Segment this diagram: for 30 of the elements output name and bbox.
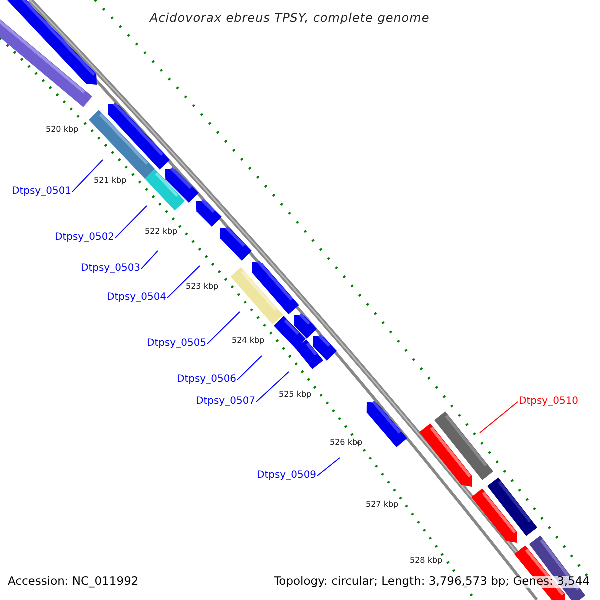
leader-line xyxy=(317,458,340,476)
gene-label: Dtpsy_0507 xyxy=(196,397,256,407)
map-title: Acidovorax ebreus TPSY, complete genome xyxy=(150,12,430,24)
gene-label: Dtpsy_0506 xyxy=(177,375,237,385)
leader-line xyxy=(256,372,290,402)
leader-line xyxy=(115,206,148,238)
genome-summary-text: Topology: circular; Length: 3,796,573 bp; Genes: 3,544 xyxy=(274,576,590,588)
tick-label: 520 kbp xyxy=(46,126,79,134)
leader-line xyxy=(237,356,262,380)
tick-label: 528 kbp xyxy=(410,557,443,565)
leader-line xyxy=(72,160,104,192)
tick-label: 523 kbp xyxy=(186,283,219,291)
gene-label: Dtpsy_0504 xyxy=(107,293,167,303)
gene-label: Dtpsy_0501 xyxy=(12,187,72,197)
leader-line xyxy=(141,250,158,270)
gene-label: Dtpsy_0509 xyxy=(257,471,317,481)
tick-label: 527 kbp xyxy=(366,501,399,509)
gene-label: Dtpsy_0502 xyxy=(55,233,115,243)
leader-line xyxy=(167,266,200,298)
leader-line xyxy=(207,312,240,344)
tick-label: 526 kbp xyxy=(330,439,363,447)
tick-label: 522 kbp xyxy=(145,228,178,236)
tick-label: 524 kbp xyxy=(232,337,265,345)
tick-label: 521 kbp xyxy=(94,177,127,185)
leader-line xyxy=(480,402,518,434)
gene-label: Dtpsy_0510 xyxy=(519,397,579,407)
accession-text: Accession: NC_011992 xyxy=(8,576,139,588)
gene-label: Dtpsy_0503 xyxy=(81,264,141,274)
gene-label: Dtpsy_0505 xyxy=(147,339,207,349)
tick-label: 525 kbp xyxy=(279,391,312,399)
